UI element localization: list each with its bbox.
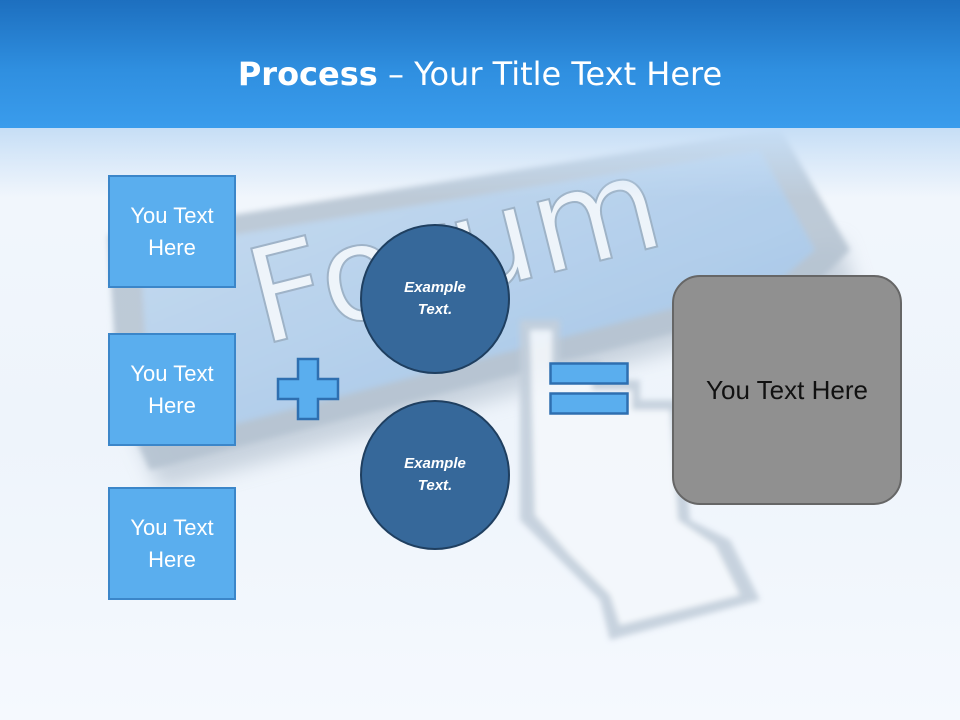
title-dash: –	[377, 55, 415, 93]
slide-title: Process – Your Title Text Here	[0, 52, 960, 96]
text-box-2-label: You Text Here	[130, 360, 214, 418]
title-rest: Your Title Text Here	[414, 55, 723, 93]
example-circle-1-label: Example Text.	[404, 279, 466, 318]
example-circle-2: Example Text.	[360, 400, 510, 550]
example-circle-1: Example Text.	[360, 224, 510, 374]
text-box-1-label: You Text Here	[130, 202, 214, 260]
text-box-2: You Text Here	[108, 333, 236, 446]
equals-icon	[549, 362, 629, 415]
text-box-3: You Text Here	[108, 487, 236, 600]
title-bold: Process	[237, 55, 378, 93]
result-box: You Text Here	[672, 275, 902, 505]
example-circle-2-label: Example Text.	[404, 455, 466, 494]
text-box-1: You Text Here	[108, 175, 236, 288]
title-bar	[0, 0, 960, 128]
plus-icon	[276, 357, 340, 421]
text-box-3-label: You Text Here	[130, 514, 214, 572]
result-box-label: You Text Here	[706, 374, 868, 405]
